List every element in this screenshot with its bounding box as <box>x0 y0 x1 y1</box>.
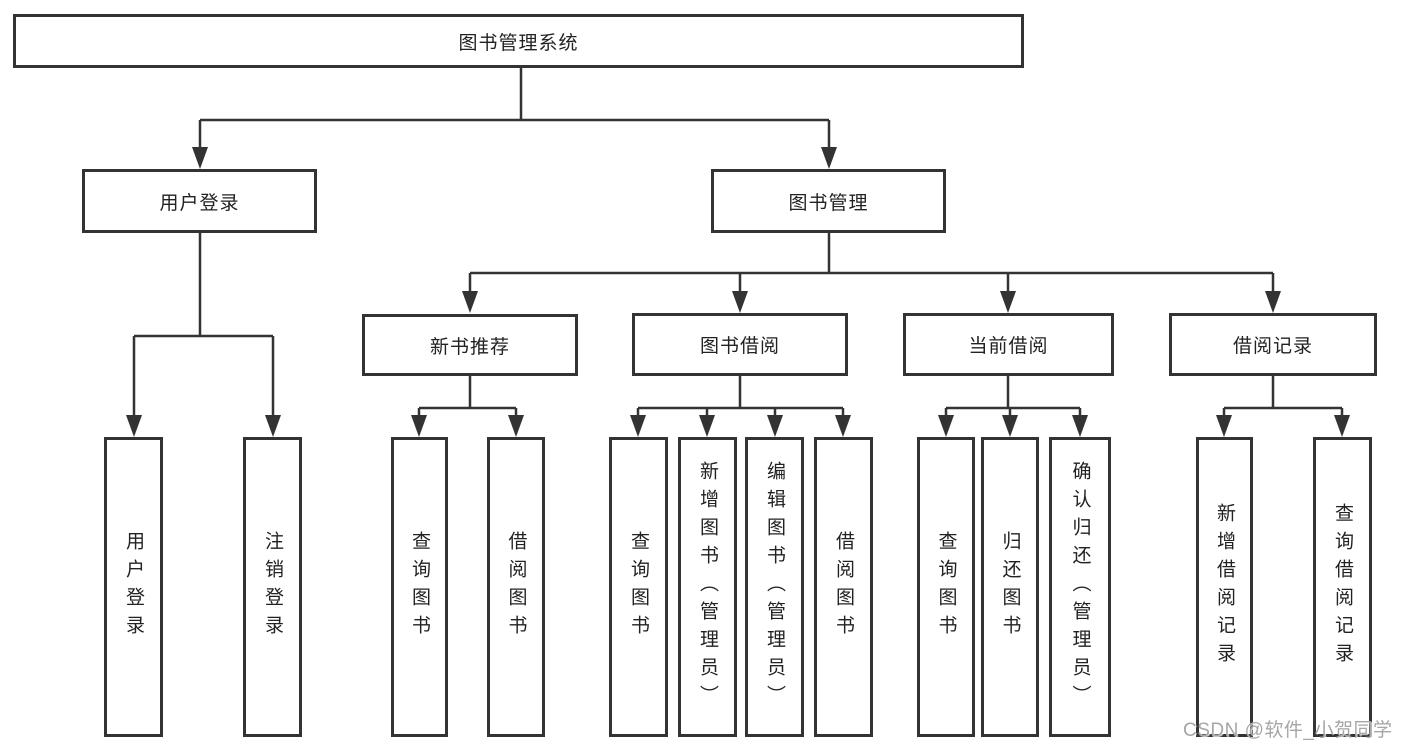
arrowhead-icons <box>126 147 1350 437</box>
node-book-management: 图书管理 <box>711 169 946 233</box>
node-label: 当前借阅 <box>968 336 1049 357</box>
node-label: 用户登录 <box>123 531 144 643</box>
node-label: 查询图书 <box>409 531 430 643</box>
leaf-query-borrow-record: 查询借阅记录 <box>1313 437 1372 737</box>
leaf-edit-books-admin: 编辑图书（管理员） <box>745 437 804 737</box>
node-label: 归还图书 <box>999 531 1021 643</box>
csdn-watermark: CSDN @软件_小贺同学 <box>1183 720 1393 741</box>
node-label: 图书管理 <box>788 192 869 214</box>
node-label: 查询图书 <box>935 531 957 643</box>
node-borrowing-records: 借阅记录 <box>1169 313 1377 376</box>
node-label: 借阅记录 <box>1232 336 1313 357</box>
node-label: 确认归还（管理员） <box>1069 461 1091 713</box>
node-library-management-system: 图书管理系统 <box>13 14 1024 68</box>
leaf-add-borrow-record: 新增借阅记录 <box>1196 437 1253 737</box>
leaf-borrow-books-recommend: 借阅图书 <box>487 437 545 737</box>
node-label: 注销登录 <box>262 531 283 643</box>
node-label: 编辑图书（管理员） <box>764 461 785 713</box>
leaf-add-books-admin: 新增图书（管理员） <box>678 437 737 737</box>
leaf-return-books: 归还图书 <box>981 437 1039 737</box>
node-label: 借阅图书 <box>833 531 854 643</box>
node-label: 用户登录 <box>159 192 240 214</box>
node-book-borrowing: 图书借阅 <box>632 313 848 376</box>
node-user-login: 用户登录 <box>82 169 317 233</box>
leaf-query-books-recommend: 查询图书 <box>391 437 448 737</box>
leaf-user-login: 用户登录 <box>104 437 163 737</box>
node-label: 图书管理系统 <box>458 32 579 54</box>
node-label: 查询借阅记录 <box>1332 503 1353 671</box>
leaf-logout: 注销登录 <box>243 437 302 737</box>
node-label: 查询图书 <box>628 531 649 643</box>
node-current-borrowing: 当前借阅 <box>903 313 1114 376</box>
leaf-query-books-current: 查询图书 <box>917 437 975 737</box>
leaf-confirm-return-admin: 确认归还（管理员） <box>1049 437 1111 737</box>
node-new-book-recommendation: 新书推荐 <box>362 314 578 376</box>
node-label: 新增图书（管理员） <box>697 461 718 713</box>
node-label: 新增借阅记录 <box>1214 503 1235 671</box>
leaf-borrow-books: 借阅图书 <box>814 437 873 737</box>
leaf-query-books-borrow: 查询图书 <box>609 437 668 737</box>
node-label: 新书推荐 <box>429 336 510 358</box>
node-label: 图书借阅 <box>699 336 780 357</box>
node-label: 借阅图书 <box>505 531 527 643</box>
